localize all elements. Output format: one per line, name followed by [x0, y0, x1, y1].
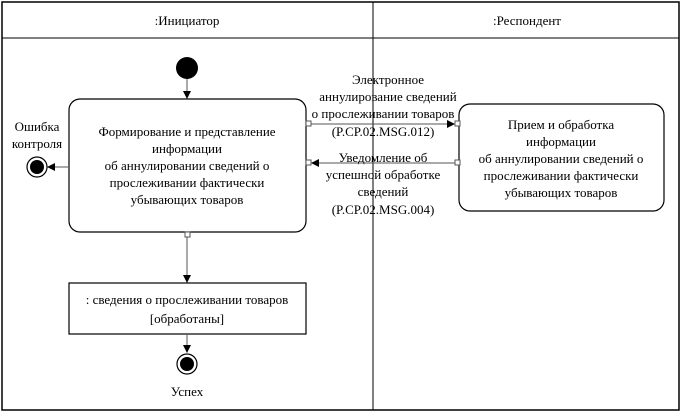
respondent-activity-box: [458, 103, 665, 212]
request-message-label: Электронное аннулирование сведений о про…: [312, 72, 457, 139]
line: Прием и обработка: [508, 117, 614, 132]
success-label: Успех: [171, 384, 204, 399]
line: Уведомление об: [339, 150, 428, 165]
error-final-node-core: [30, 160, 44, 174]
response-message-label: Уведомление об успешной обработке сведен…: [326, 150, 441, 217]
line: об аннулировании сведений о: [105, 158, 270, 173]
line: (P.CP.02.MSG.012): [332, 124, 435, 139]
initiator-activity-text: Формирование и представление информации …: [98, 124, 275, 207]
respondent-activity-text: Прием и обработка информации об аннулиро…: [479, 117, 644, 200]
line: убывающих товаров: [131, 192, 244, 207]
line: информации: [526, 134, 596, 149]
line: убывающих товаров: [505, 185, 618, 200]
line: прослеживании фактически: [484, 168, 639, 183]
error-label-line2: контроля: [12, 136, 62, 151]
object-node-line1: : сведения о прослеживании товаров: [86, 292, 289, 307]
pin: [305, 159, 312, 166]
line: успешной обработке: [326, 167, 441, 182]
lane-initiator-title: :Инициатор: [155, 13, 220, 28]
pin: [184, 231, 191, 238]
pin: [305, 120, 312, 127]
object-node-line2: [обработаны]: [150, 311, 224, 326]
error-label-line1: Ошибка: [15, 119, 60, 134]
line: прослеживании фактически: [110, 175, 265, 190]
lane-respondent-title: :Респондент: [493, 13, 561, 28]
line: аннулирование сведений: [319, 89, 456, 104]
line: о прослеживании товаров: [312, 106, 455, 121]
initial-node-icon: [176, 57, 198, 79]
success-final-node-core: [180, 357, 194, 371]
pin: [454, 120, 461, 127]
object-node-box: [68, 282, 307, 335]
line: (P.CP.02.MSG.004): [332, 202, 435, 217]
line: сведений: [358, 184, 409, 199]
pin: [454, 159, 461, 166]
line: Электронное: [352, 72, 424, 87]
line: информации: [152, 141, 222, 156]
line: об аннулировании сведений о: [479, 151, 644, 166]
line: Формирование и представление: [98, 124, 275, 139]
